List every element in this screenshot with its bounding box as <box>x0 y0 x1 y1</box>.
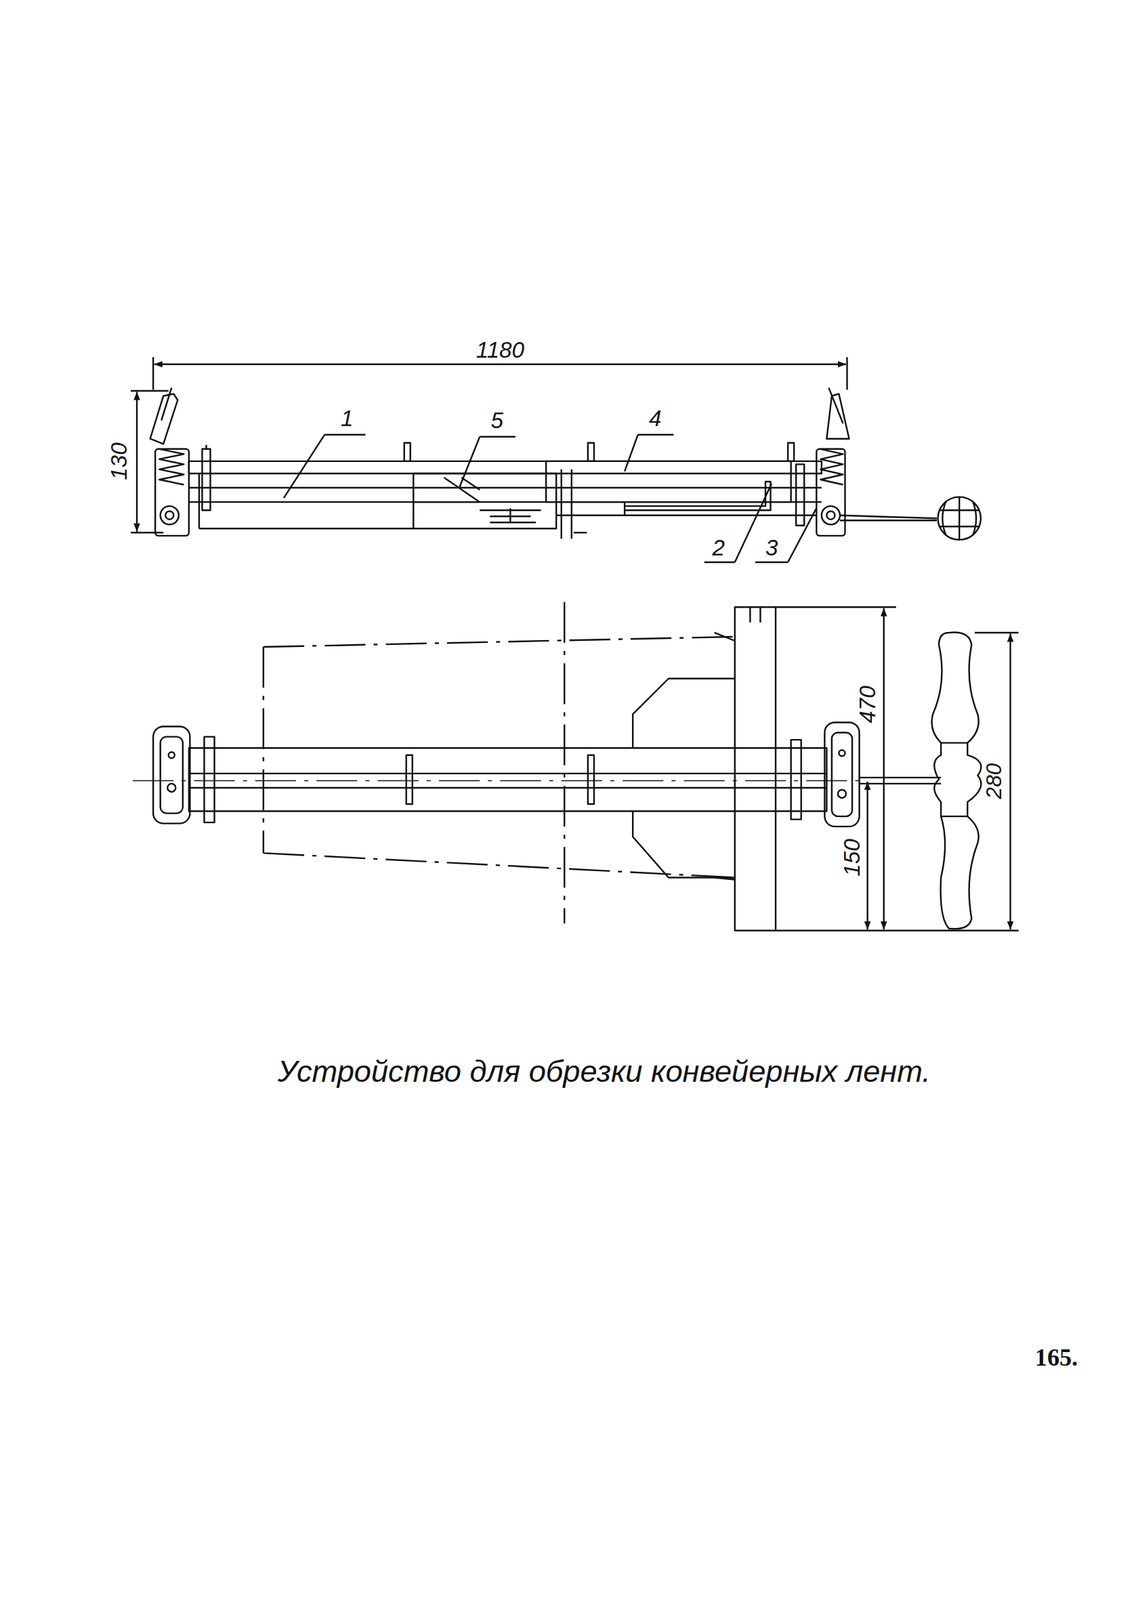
dimension-value: 470 <box>856 685 879 723</box>
page-number: 165. <box>1035 1345 1078 1370</box>
figure-caption: Устройство для обрезки конвейерных лент. <box>277 1056 931 1087</box>
callout-number: 3 <box>765 537 778 560</box>
callout-number: 1 <box>340 407 353 430</box>
callout-number: 4 <box>648 407 662 430</box>
dimension-value: 150 <box>841 838 864 876</box>
top-view <box>130 356 981 563</box>
dimension-value: 280 <box>983 762 1006 799</box>
plan-view <box>132 602 1019 931</box>
callout-number: 2 <box>712 537 725 560</box>
dimension-value: 1180 <box>476 338 525 362</box>
dimension-value: 130 <box>108 442 131 480</box>
callout-number: 5 <box>491 409 504 432</box>
